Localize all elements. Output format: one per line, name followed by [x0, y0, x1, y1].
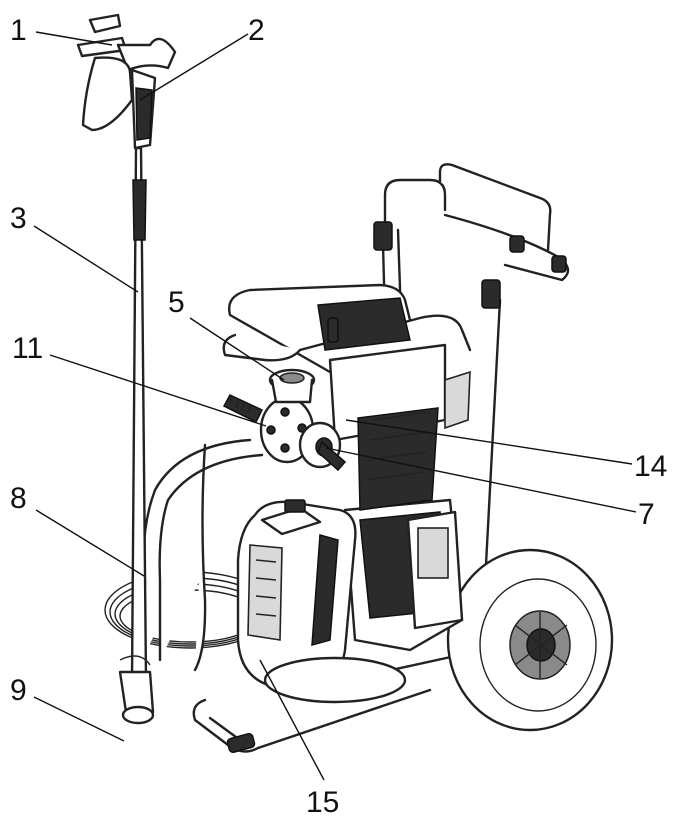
motor-housing: [343, 498, 464, 652]
callout-14: 14: [634, 450, 667, 483]
callout-1: 1: [10, 14, 27, 47]
pump-manifold: [222, 368, 347, 472]
extension-pole: [118, 146, 155, 725]
filter-housing: [236, 499, 407, 704]
callout-11: 11: [12, 332, 43, 365]
callout-9: 9: [10, 674, 27, 707]
callout-2: 2: [248, 14, 265, 47]
pump-body: [222, 283, 472, 511]
callout-8: 8: [10, 482, 27, 515]
callout-labels: 1 2 3 5 11 14 8 7 9 15: [10, 14, 667, 819]
leader-lines: [33, 31, 637, 781]
callout-3: 3: [10, 202, 27, 235]
wheel: [446, 548, 614, 732]
suction-hose: [140, 438, 264, 672]
callout-15: 15: [306, 786, 339, 819]
callout-7: 7: [638, 498, 655, 531]
spray-gun: [76, 13, 177, 150]
callout-5: 5: [168, 286, 185, 319]
